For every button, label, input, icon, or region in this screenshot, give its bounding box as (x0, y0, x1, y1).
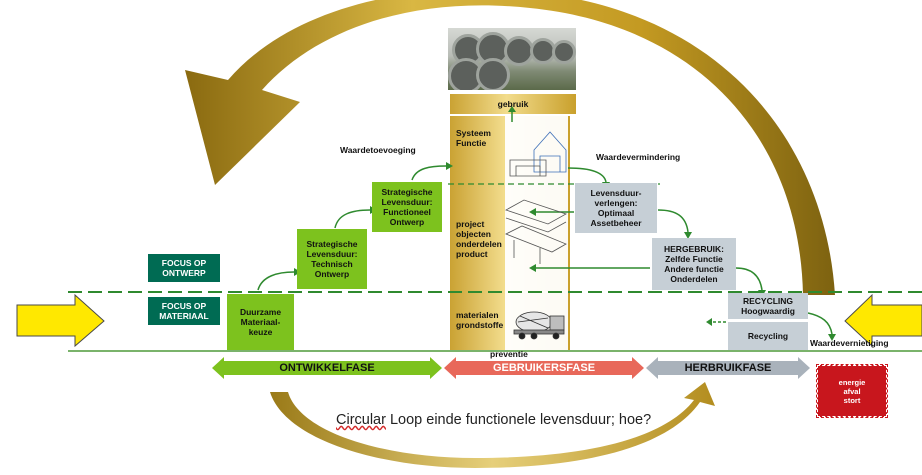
recycling-hoogwaardig-box: RECYCLING Hoogwaardig (728, 293, 808, 319)
arrow-recycling-to-waarde (807, 312, 833, 335)
ontwikkelfase-label: ONTWIKKELFASE (279, 362, 375, 374)
gebruikersfase-label: GEBRUIKERSFASE (492, 362, 596, 374)
diagram-caption: Circular Loop einde functionele levensdu… (336, 412, 651, 428)
waardevermindering-label: Waardevermindering (596, 152, 681, 162)
gebruik-column-white (505, 116, 568, 350)
building-sketch (505, 131, 567, 264)
levensduur-verlengen-box: Levensduur- verlengen: Optimaal Assetbeh… (575, 183, 657, 233)
concrete-pipes-photo (448, 28, 576, 90)
arrow-functioneel-to-column (411, 165, 447, 181)
left-input-arrow (16, 293, 105, 348)
arrow-hergebruik-to-recycling (735, 267, 763, 291)
recycling-box: Recycling (728, 322, 808, 350)
systeem-functie-label: Systeem Functie (456, 128, 491, 148)
preventie-label: preventie (490, 349, 528, 359)
concrete-mixer-truck (513, 311, 565, 340)
caption-rest: Loop einde functionele levensduur; hoe? (385, 412, 652, 428)
waardetoevoeging-label: Waardetoevoeging (340, 145, 416, 155)
herbruikfase-label: HERBRUIKFASE (684, 362, 772, 374)
bottom-loop-arrow (270, 382, 715, 468)
waardevernietiging-label: Waardevernietiging (810, 338, 889, 348)
energie-afval-stort-box: energie afval stort (816, 364, 888, 418)
functioneel-ontwerp-box: Strategische Levensduur: Functioneel Ont… (372, 182, 442, 232)
herbruikfase-arrow (646, 357, 810, 379)
ontwikkelfase-arrow (212, 357, 442, 379)
gebruikersfase-arrow (444, 357, 644, 379)
arrow-column-to-levensduur (567, 167, 607, 183)
hergebruik-box: HERGEBRUIK: Zelfde Functie Andere functi… (652, 238, 736, 290)
focus-ontwerp-box: FOCUS OP ONTWERP (148, 254, 220, 282)
right-input-arrow (844, 293, 922, 348)
gebruik-label: gebruik (497, 99, 529, 109)
project-label: project objecten onderdelen product (456, 219, 502, 259)
focus-materiaal-box: FOCUS OP MATERIAAL (148, 297, 220, 325)
arrow-levensduur-to-hergebruik (657, 209, 689, 233)
arrow-duurzame-to-technisch (257, 271, 295, 291)
arrow-technisch-to-functioneel (334, 209, 371, 229)
duurzame-materiaalkeuze-box: Duurzame Materiaal- keuze (227, 294, 294, 350)
caption-underlined-word: Circular (336, 412, 386, 428)
technisch-ontwerp-box: Strategische Levensduur: Technisch Ontwe… (297, 229, 367, 289)
materialen-label: materialen grondstoffe (456, 310, 504, 330)
